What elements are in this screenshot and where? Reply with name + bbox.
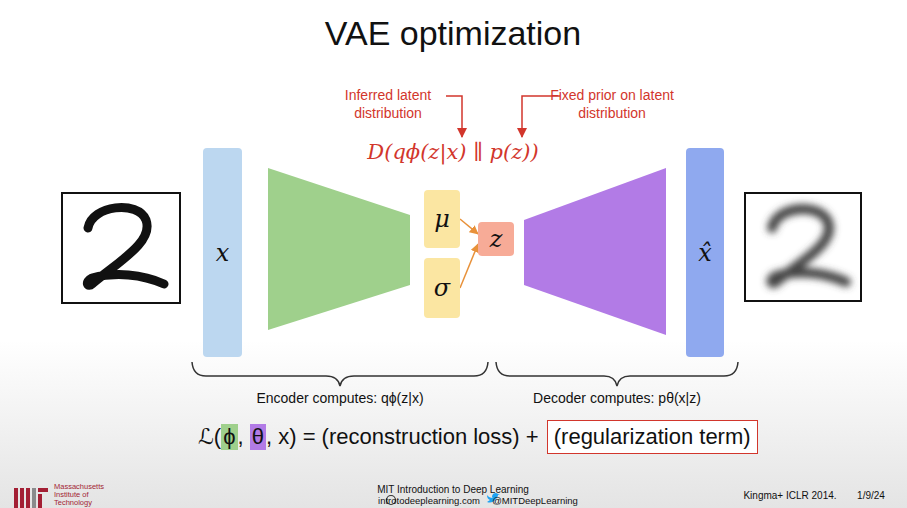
website: introtodeeplearning.com xyxy=(378,495,480,506)
callout-arrow xyxy=(446,96,462,137)
input-image-frame xyxy=(62,193,180,303)
background-band xyxy=(0,340,907,508)
formula-part: ℒ( xyxy=(198,424,221,450)
sampling-arrow xyxy=(460,219,478,234)
slide-title: VAE optimization xyxy=(325,14,581,53)
encoder-brace xyxy=(192,362,488,386)
mean-box: μ xyxy=(424,190,460,248)
callout-label: Fixed prior on latent distribution xyxy=(547,86,677,122)
encoder-network xyxy=(268,168,410,330)
formula-part: , x) = (reconstruction loss) + xyxy=(266,424,545,450)
kl-divergence: D(qϕ(z|x) ∥ p(z)) xyxy=(367,140,538,164)
input-digit xyxy=(87,208,164,286)
stddev-box: σ xyxy=(424,258,460,318)
output-image-frame xyxy=(745,193,861,301)
output-vector: x̂ xyxy=(686,148,724,357)
sampling-arrow xyxy=(460,244,478,288)
slide-date: 1/9/24 xyxy=(857,490,885,501)
latent-box: z xyxy=(478,222,514,256)
twitter-handle: @MITDeepLearning xyxy=(492,495,578,506)
formula-part: , xyxy=(238,424,250,450)
course-name: MIT Introduction to Deep Learning xyxy=(377,484,529,495)
loss-formula: ℒ(ϕ, θ, x) = (reconstruction loss) + xyxy=(198,424,545,450)
node-label: μ xyxy=(434,205,450,233)
mit-logo xyxy=(14,488,48,508)
encoder-caption: Encoder computes: qϕ(z|x) xyxy=(256,390,423,406)
callout-label: Inferred latent distribution xyxy=(323,86,453,122)
node-label: σ xyxy=(434,274,450,302)
node-label: x̂ xyxy=(698,239,712,267)
node-label: (regularization term) xyxy=(554,424,751,450)
institution-name: Massachusetts Institute of Technology xyxy=(54,483,116,507)
formula-part: θ xyxy=(250,424,266,450)
regularization-box: (regularization term) xyxy=(547,420,758,454)
decoder-network xyxy=(524,168,666,335)
citation: Kingma+ ICLR 2014. xyxy=(743,490,836,501)
reconstructed-digit xyxy=(771,209,846,283)
node-label: x xyxy=(216,239,230,267)
formula-part: ϕ xyxy=(221,424,237,450)
decoder-caption: Decoder computes: pθ(x|z) xyxy=(533,390,701,406)
decoder-brace xyxy=(496,362,738,386)
node-label: z xyxy=(490,225,503,253)
input-vector: x xyxy=(203,148,242,357)
